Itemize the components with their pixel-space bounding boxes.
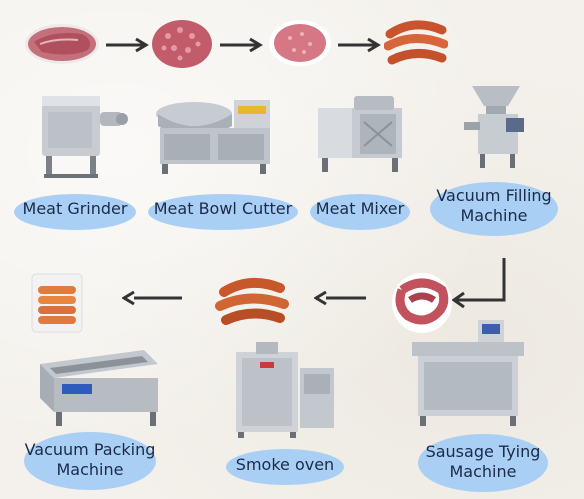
label-background-blob [226, 449, 344, 485]
label-background-blob [310, 194, 410, 230]
meat-grinder-label: Meat Grinder [22, 199, 128, 218]
meat-bowl-cutter-label: Meat Bowl Cutter [153, 199, 293, 218]
label-line-1: Sausage Tying [425, 442, 541, 461]
vacuum-packing-machine-image [40, 350, 158, 426]
vacuum-filling-machine-label: Vacuum Filling Machine [424, 187, 564, 224]
packed-sausages-image [31, 273, 83, 333]
label-line-2: Machine [56, 459, 124, 479]
sausage-tying-machine-label: Sausage Tying Machine [412, 443, 554, 480]
meat-bowl-cutter-image [156, 100, 270, 174]
vacuum-packing-machine-label: Vacuum Packing Machine [18, 441, 162, 478]
label-line-2: Machine [460, 205, 528, 225]
arrow-left-icon [122, 290, 182, 306]
sausage-tying-machine-image [412, 320, 524, 426]
label-background-blob [14, 194, 136, 230]
label-background-blob [24, 432, 156, 490]
label-background-blob [148, 194, 298, 230]
label-background-blob [430, 182, 558, 236]
filled-sausages-image [384, 20, 448, 65]
arrow-right-icon [220, 37, 263, 53]
elbow-arrow-icon [451, 258, 506, 309]
arrow-right-icon [106, 37, 149, 53]
meat-paste-image [269, 20, 331, 66]
label-line-2: Machine [449, 461, 517, 481]
minced-meat-image [152, 20, 212, 68]
meat-mixer-image [318, 96, 402, 172]
smoke-oven-image [236, 342, 334, 438]
label-background-blob [418, 434, 548, 492]
meat-mixer-label: Meat Mixer [315, 199, 405, 218]
meat-grinder-image [42, 96, 128, 178]
arrow-left-icon [314, 290, 366, 306]
arrow-right-icon [338, 37, 381, 53]
smoke-oven-label: Smoke oven [235, 455, 335, 474]
label-line-1: Vacuum Filling [436, 186, 552, 205]
vacuum-filling-machine-image [464, 86, 524, 168]
raw-meat-chunk-image [25, 24, 99, 64]
label-line-1: Vacuum Packing [24, 440, 156, 459]
linked-sausages-image [392, 273, 452, 333]
smoked-sausages-image [215, 277, 289, 325]
